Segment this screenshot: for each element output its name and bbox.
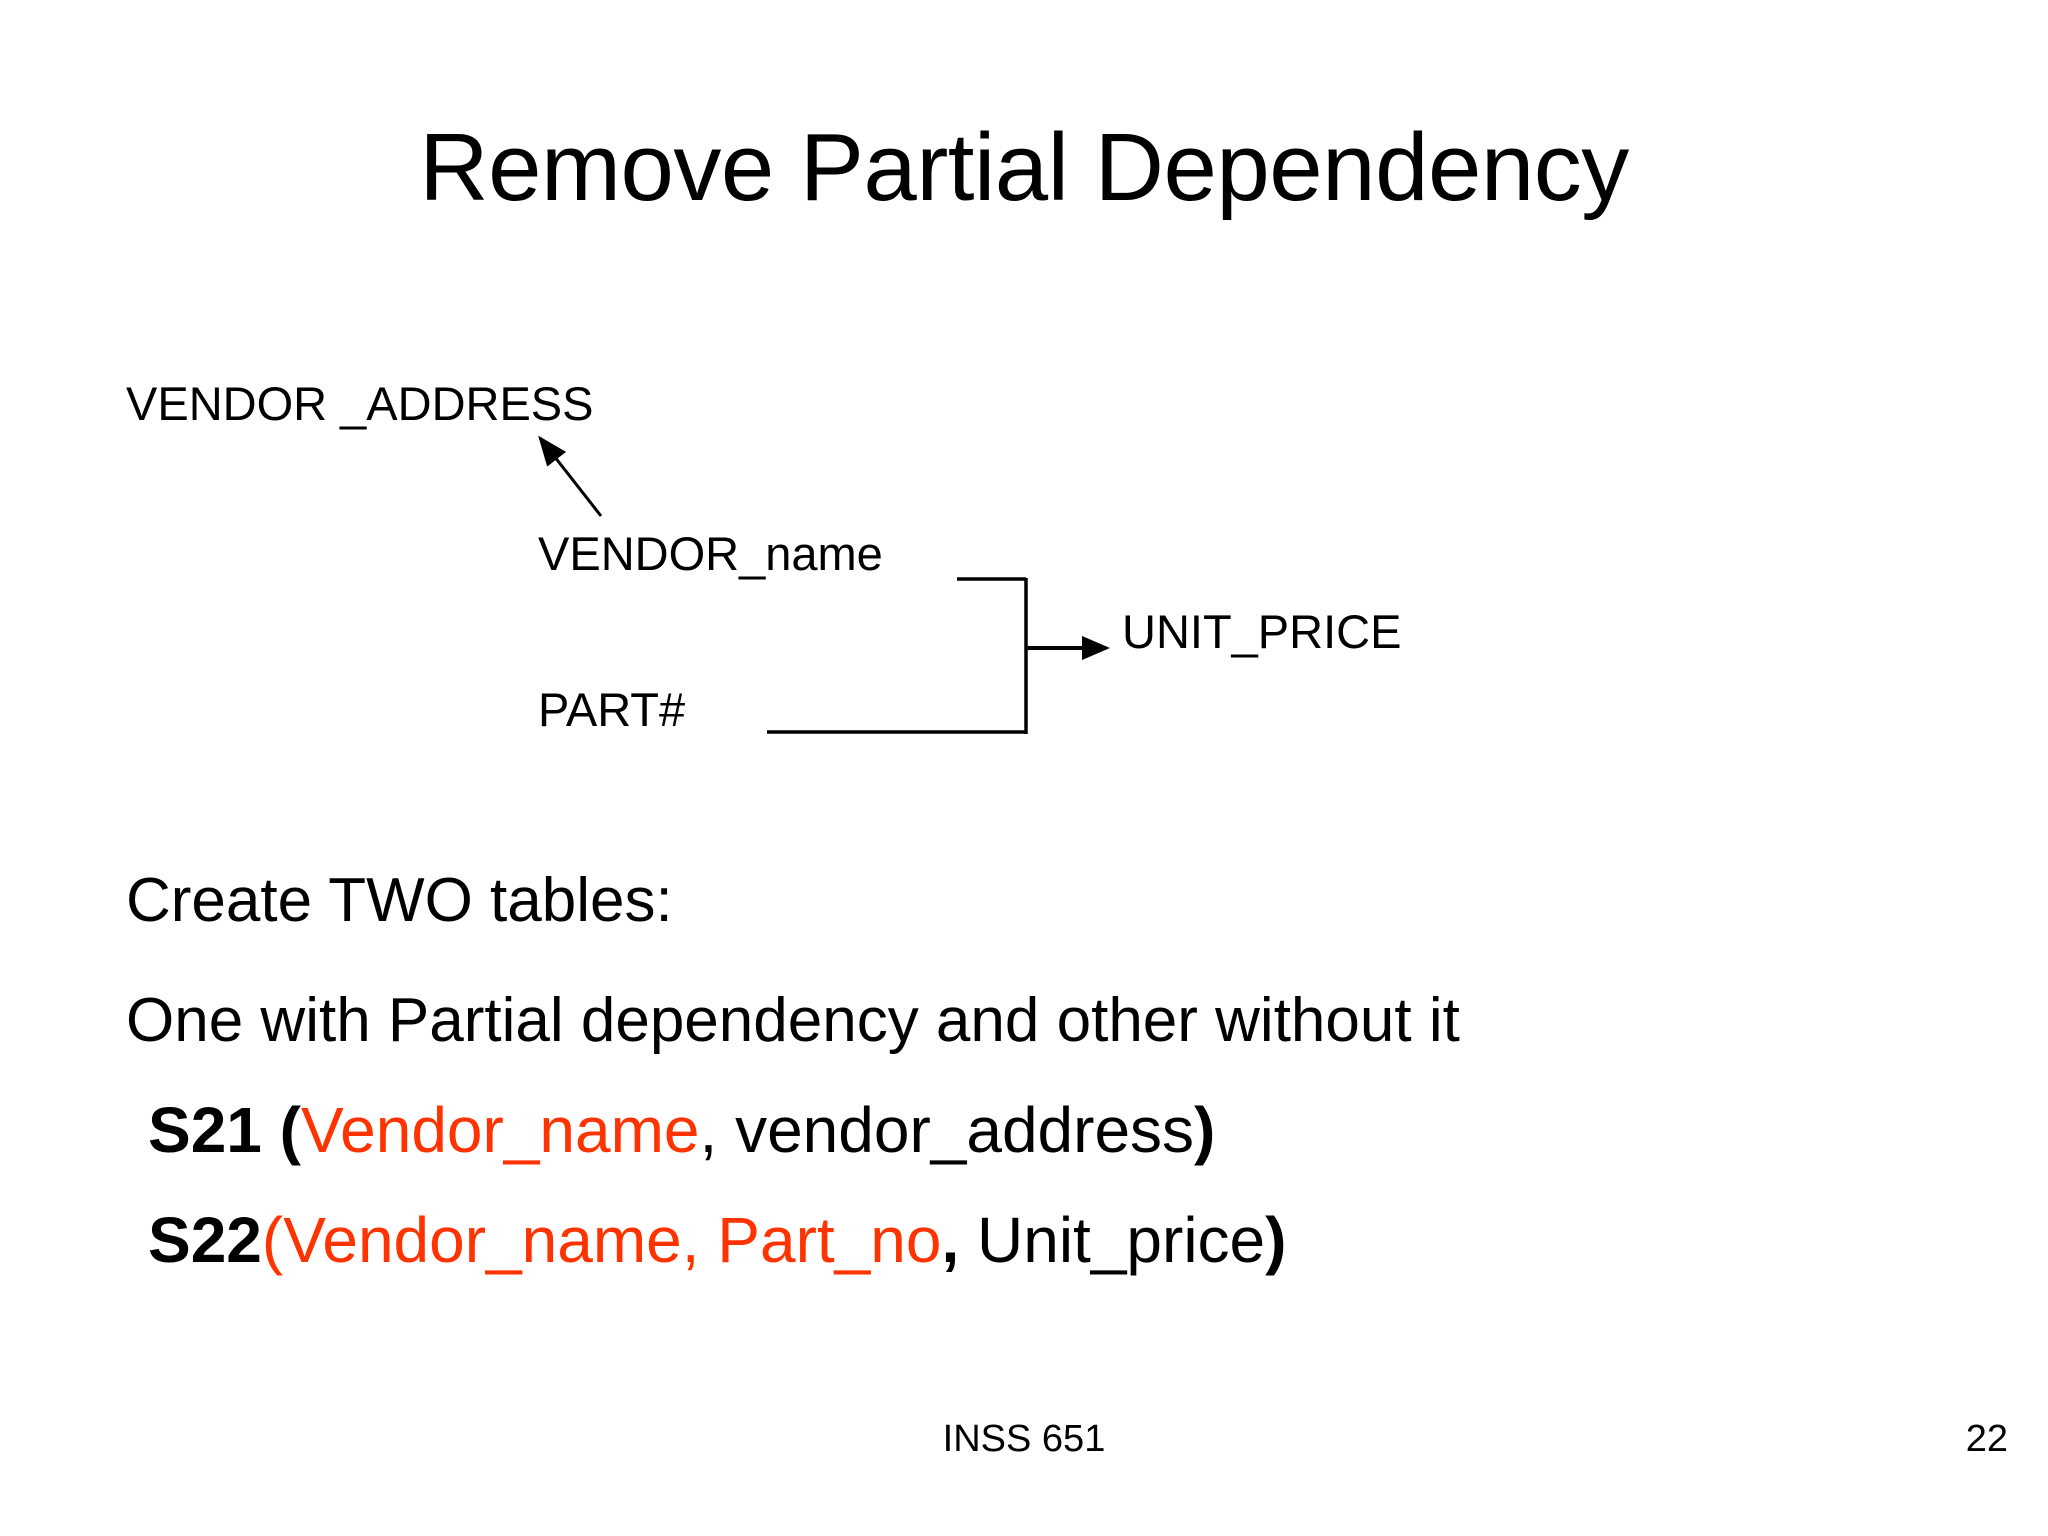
s21-attribute-vendor-address: vendor_address <box>735 1094 1195 1166</box>
footer-page-number: 22 <box>1965 1418 2008 1460</box>
s21-open-paren: ( <box>261 1094 301 1166</box>
instruction-split-explanation: One with Partial dependency and other wi… <box>126 986 1460 1055</box>
table-definition-s22: S22(Vendor_name, Part_no, Unit_price) <box>148 1208 1286 1272</box>
footer-course-code: INSS 651 <box>942 1418 1106 1460</box>
s21-close-paren: ) <box>1194 1094 1216 1166</box>
attribute-part-number: PART# <box>538 683 686 736</box>
s21-separator: , <box>699 1094 736 1166</box>
s22-attribute-unit-price: Unit_price <box>977 1204 1266 1276</box>
s21-primary-key: Vendor_name <box>300 1094 700 1166</box>
table-definition-s21: S21 (Vendor_name, vendor_address) <box>148 1098 1215 1162</box>
s22-table-name: S22 <box>148 1204 262 1276</box>
dependency-diagram: VENDOR _ADDRESS VENDOR_name PART# UNIT_P… <box>126 377 1402 736</box>
s22-close-paren: ) <box>1265 1204 1287 1276</box>
page-title: Remove Partial Dependency <box>419 114 1629 221</box>
s22-separator: , <box>941 1204 977 1276</box>
attribute-vendor-address: VENDOR _ADDRESS <box>126 377 594 430</box>
instruction-create-tables: Create TWO tables: <box>126 866 673 935</box>
s21-table-name: S21 <box>148 1094 262 1166</box>
attribute-vendor-name: VENDOR_name <box>538 527 883 580</box>
partial-dependency-arrow-line <box>538 435 603 517</box>
attribute-unit-price: UNIT_PRICE <box>1122 605 1402 658</box>
s22-composite-key: (Vendor_name, Part_no <box>261 1204 942 1276</box>
